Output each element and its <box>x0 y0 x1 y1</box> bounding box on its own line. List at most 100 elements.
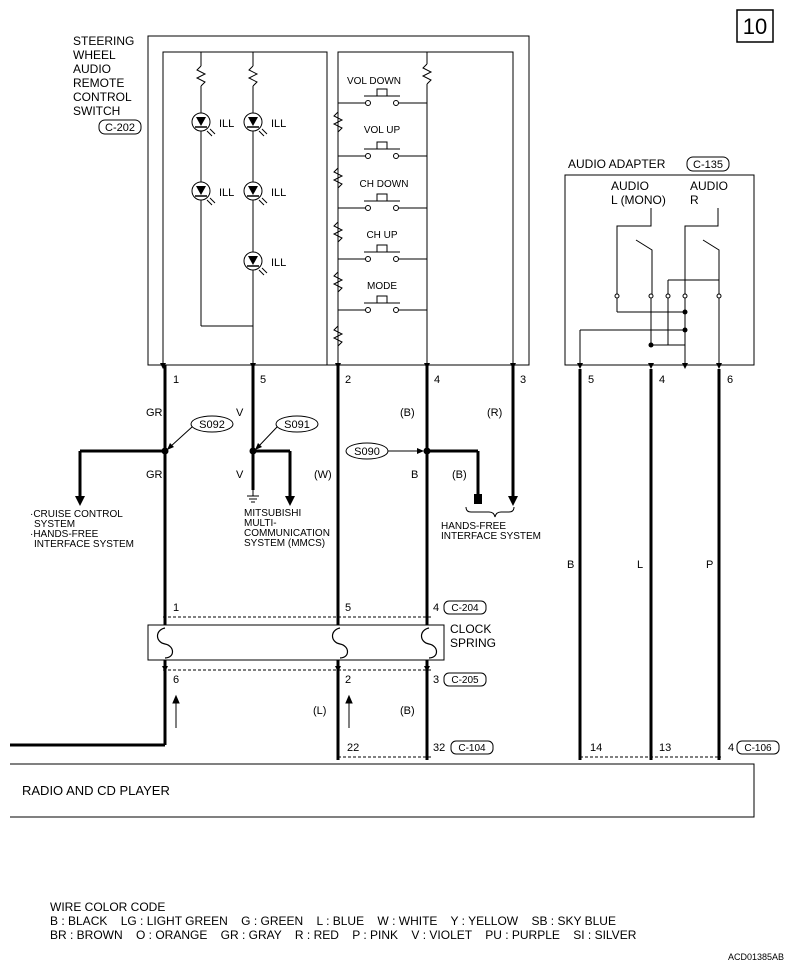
legend-title: WIRE COLOR CODE <box>50 900 165 914</box>
ill-label: ILL <box>271 257 286 269</box>
pin-number: 6 <box>727 374 733 386</box>
adapter-right-label: R <box>690 193 699 207</box>
destination-line: COMMUNICATION <box>244 528 330 539</box>
destination-line: MULTI- <box>244 518 277 529</box>
switch-title-line: CONTROL <box>73 90 132 104</box>
destination-line: SYSTEM <box>34 519 75 530</box>
switch-pin-numbers: 1 5 2 4 3 <box>173 374 526 386</box>
switch-title: STEERING WHEEL AUDIO REMOTE CONTROL SWIT… <box>73 34 142 135</box>
adapter-wire-colors: B L P <box>567 559 713 571</box>
vol-down-switch: VOL DOWN <box>338 76 427 106</box>
ch-down-switch: CH DOWN <box>338 179 427 211</box>
pin-number: 3 <box>433 674 439 686</box>
wire-label: (W) <box>314 469 332 481</box>
destination-line: ·HANDS-FREE <box>30 529 99 540</box>
connector-label: C-104 <box>458 743 486 754</box>
switch-connector-label: C-202 <box>105 122 135 134</box>
wire-ends <box>75 447 518 506</box>
ground-symbol <box>247 490 259 503</box>
switch-title-line: SWITCH <box>73 104 120 118</box>
handsfree-destination: HANDS-FREE INTERFACE SYSTEM <box>441 506 541 542</box>
pin-number: 13 <box>659 742 671 754</box>
adapter-right-label: AUDIO <box>690 179 728 193</box>
legend-line: BR : BROWN O : ORANGE GR : GRAY R : RED … <box>50 928 637 942</box>
switch-left-frame <box>162 51 328 366</box>
pin-number: 4 <box>434 374 440 386</box>
destination-line: INTERFACE SYSTEM <box>34 539 134 550</box>
illumination-column-right <box>247 52 259 365</box>
clock-spring: CLOCK SPRING 1 5 4 C-204 6 2 3 C-205 <box>147 600 496 687</box>
adapter-left-label: AUDIO <box>611 179 649 193</box>
wire-label: L <box>637 559 643 571</box>
led-ill-1: ILL <box>191 112 234 137</box>
wire-label: GR <box>146 407 163 419</box>
radio-cd-player: 22 32 C-104 14 13 4 C-106 RADIO AND CD P… <box>10 740 780 818</box>
led-ill-2: ILL <box>243 112 286 137</box>
splice-label: S090 <box>354 446 380 458</box>
wire-label: (B) <box>452 469 467 481</box>
steering-wheel-switch: STEERING WHEEL AUDIO REMOTE CONTROL SWIT… <box>73 34 530 386</box>
pin-number: 1 <box>173 602 179 614</box>
vol-down-label: VOL DOWN <box>347 76 401 87</box>
destination-line: SYSTEM (MMCS) <box>244 538 325 549</box>
wire-label: (B) <box>400 407 415 419</box>
wire-label: V <box>236 407 244 419</box>
page-number: 10 <box>743 14 767 39</box>
switch-title-line: WHEEL <box>73 48 116 62</box>
ill-label: ILL <box>219 187 234 199</box>
adapter-left-label: L (MONO) <box>611 193 666 207</box>
mode-switch: MODE <box>338 281 427 313</box>
pin-number: 2 <box>345 674 351 686</box>
pin-number: 5 <box>345 602 351 614</box>
vol-up-switch: VOL UP <box>338 125 427 159</box>
pin-number: 4 <box>659 374 665 386</box>
adapter-wires <box>578 369 721 760</box>
switch-harness-wires <box>10 365 515 760</box>
destination-line: MITSUBISHI <box>244 508 301 519</box>
connector-label: C-204 <box>451 603 479 614</box>
audio-adapter: AUDIO ADAPTER C-135 AUDIO L (MONO) AUDIO… <box>564 156 755 386</box>
radio-label: RADIO AND CD PLAYER <box>22 783 170 798</box>
wire-color-labels: GR GR V V (B) (R) (W) B (B) (L) (B) <box>146 407 502 717</box>
pin-number: 6 <box>173 674 179 686</box>
wire-label: B <box>567 559 574 571</box>
legend-line: B : BLACK LG : LIGHT GREEN G : GREEN L :… <box>50 914 616 928</box>
clock-spring-label: SPRING <box>450 636 496 650</box>
ch-up-switch: CH UP <box>338 230 427 262</box>
ch-up-label: CH UP <box>366 230 397 241</box>
led-ill-5: ILL <box>243 251 286 276</box>
pin-number: 5 <box>260 374 266 386</box>
wire-label: (R) <box>487 407 502 419</box>
pin-number: 4 <box>728 742 734 754</box>
mode-label: MODE <box>367 281 397 292</box>
splice-label: S092 <box>199 419 225 431</box>
ill-label: ILL <box>219 118 234 130</box>
wire-label: (L) <box>313 705 326 717</box>
wire-label: P <box>706 559 713 571</box>
wire-label: B <box>411 469 418 481</box>
wire-label: (B) <box>400 705 415 717</box>
ill-label: ILL <box>271 118 286 130</box>
figure-code: ACD01385AB <box>728 952 784 962</box>
resistor-ladder <box>332 52 344 365</box>
wire-label: V <box>236 469 244 481</box>
pin-number: 5 <box>588 374 594 386</box>
splice-s092: S092 <box>167 415 234 450</box>
switch-title-line: STEERING <box>73 34 134 48</box>
led-ill-4: ILL <box>243 181 286 206</box>
adapter-connector-label: C-135 <box>693 159 723 171</box>
switch-common-bus <box>421 52 433 365</box>
destination-line: INTERFACE SYSTEM <box>441 531 541 542</box>
pin-number: 32 <box>433 742 445 754</box>
pin-number: 4 <box>433 602 439 614</box>
mmcs-destination: MITSUBISHI MULTI- COMMUNICATION SYSTEM (… <box>244 508 330 549</box>
led-ill-3: ILL <box>191 181 234 206</box>
ill-label: ILL <box>271 187 286 199</box>
pin-number: 22 <box>347 742 359 754</box>
destination-line: ·CRUISE CONTROL <box>30 509 123 520</box>
cruise-control-destination: ·CRUISE CONTROL SYSTEM ·HANDS-FREE INTER… <box>30 509 134 550</box>
pin-number: 1 <box>173 374 179 386</box>
wire-color-legend: WIRE COLOR CODE B : BLACK LG : LIGHT GRE… <box>50 900 637 942</box>
connector-label: C-106 <box>744 743 772 754</box>
pin-number: 2 <box>345 374 351 386</box>
